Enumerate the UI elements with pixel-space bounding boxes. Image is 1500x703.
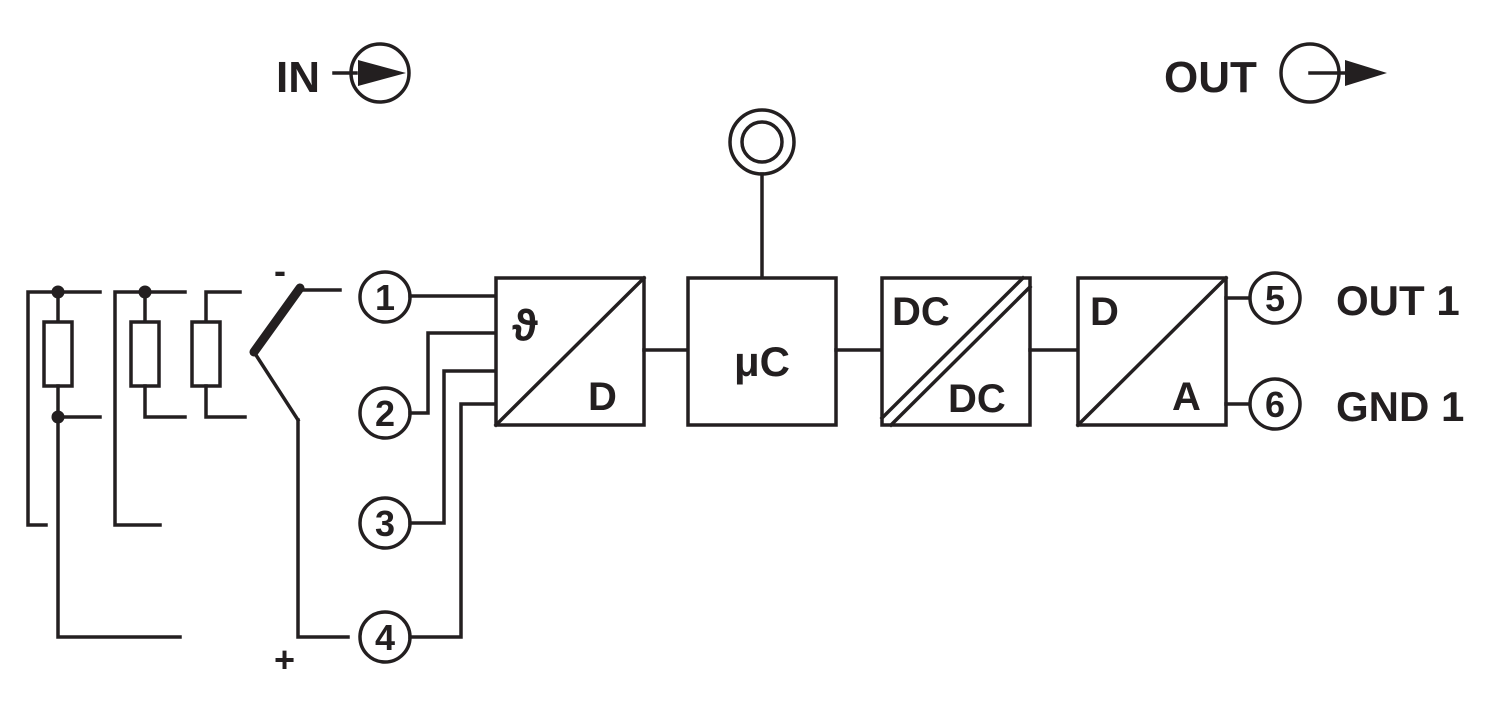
dac-diagonal	[1075, 275, 1229, 428]
out-label: OUT	[1164, 53, 1257, 102]
adc-d-label: D	[588, 375, 617, 419]
terminal-2-label: 2	[375, 393, 395, 434]
dcdc-top-label: DC	[892, 290, 950, 334]
adc-block: ϑ D	[493, 275, 647, 428]
out-symbol: OUT	[1164, 42, 1387, 104]
terminal-3-label: 3	[375, 503, 395, 544]
terminal-1-label: 1	[375, 277, 395, 318]
terminal-5-circle	[1248, 271, 1302, 325]
led-inner-ring	[740, 120, 784, 164]
mcu-box	[686, 276, 838, 427]
rtd3-junction	[138, 285, 152, 299]
resistor-2-wire	[190, 290, 247, 419]
adc-diagonal	[493, 275, 647, 428]
in-symbol: IN	[276, 42, 411, 104]
rtd2-resistor	[42, 320, 74, 388]
rtd-3-wire	[113, 285, 187, 527]
rtd2-wire-b	[56, 415, 182, 639]
terminal-2: 2	[358, 386, 412, 440]
r2-resistor	[190, 320, 222, 388]
wire-terminal-3	[408, 369, 498, 525]
out-arrow-icon	[1345, 60, 1387, 86]
terminal-4: 4	[358, 610, 412, 664]
in-circle	[349, 42, 411, 104]
terminal-6-circle	[1248, 377, 1302, 431]
dac-a-label: A	[1172, 375, 1201, 419]
in-arrow-icon	[358, 60, 406, 86]
thermocouple-plus-label: +	[274, 639, 295, 680]
dac-d-label: D	[1090, 290, 1119, 334]
tc-plus-leg	[251, 349, 301, 423]
r2-wire-a	[204, 290, 242, 324]
led-outer-ring	[728, 108, 796, 176]
rtd3-wire-b	[143, 384, 187, 419]
wire-terminal-4	[408, 402, 498, 639]
terminal-4-label: 4	[375, 617, 395, 658]
thermocouple: - +	[249, 250, 350, 680]
rtd-2-wire	[26, 285, 182, 639]
mcu-block: μC	[686, 276, 838, 427]
dcdc-bottom-label: DC	[948, 377, 1006, 421]
r2-wire-b	[204, 384, 247, 419]
gnd1-label: GND 1	[1336, 383, 1464, 430]
dcdc-diagonal-a	[879, 275, 1026, 421]
rtd2-junction-bottom	[51, 410, 65, 424]
dac-block: D A	[1075, 275, 1229, 428]
input-wiring	[408, 294, 498, 639]
tc-plus-wire	[296, 418, 350, 639]
dcdc-diagonal-b	[888, 284, 1033, 428]
terminal-5-label: 5	[1265, 278, 1285, 319]
out1-label: OUT 1	[1336, 277, 1460, 324]
mcu-label: μC	[734, 338, 790, 385]
adc-theta-label: ϑ	[512, 301, 538, 350]
thermocouple-minus-label: -	[274, 250, 286, 291]
dcdc-block: DC DC	[879, 275, 1033, 428]
in-label: IN	[276, 53, 320, 102]
terminal-1: 1	[358, 270, 412, 324]
status-led	[728, 108, 796, 280]
terminal-3: 3	[358, 496, 412, 550]
rtd2-junction-top	[51, 285, 65, 299]
terminal-6-label: 6	[1265, 384, 1285, 425]
rtd3-resistor	[129, 320, 161, 388]
terminal-5: 5	[1248, 271, 1302, 325]
terminal-6: 6	[1248, 377, 1302, 431]
wire-terminal-2	[408, 331, 498, 415]
tc-minus-leg	[249, 283, 305, 357]
